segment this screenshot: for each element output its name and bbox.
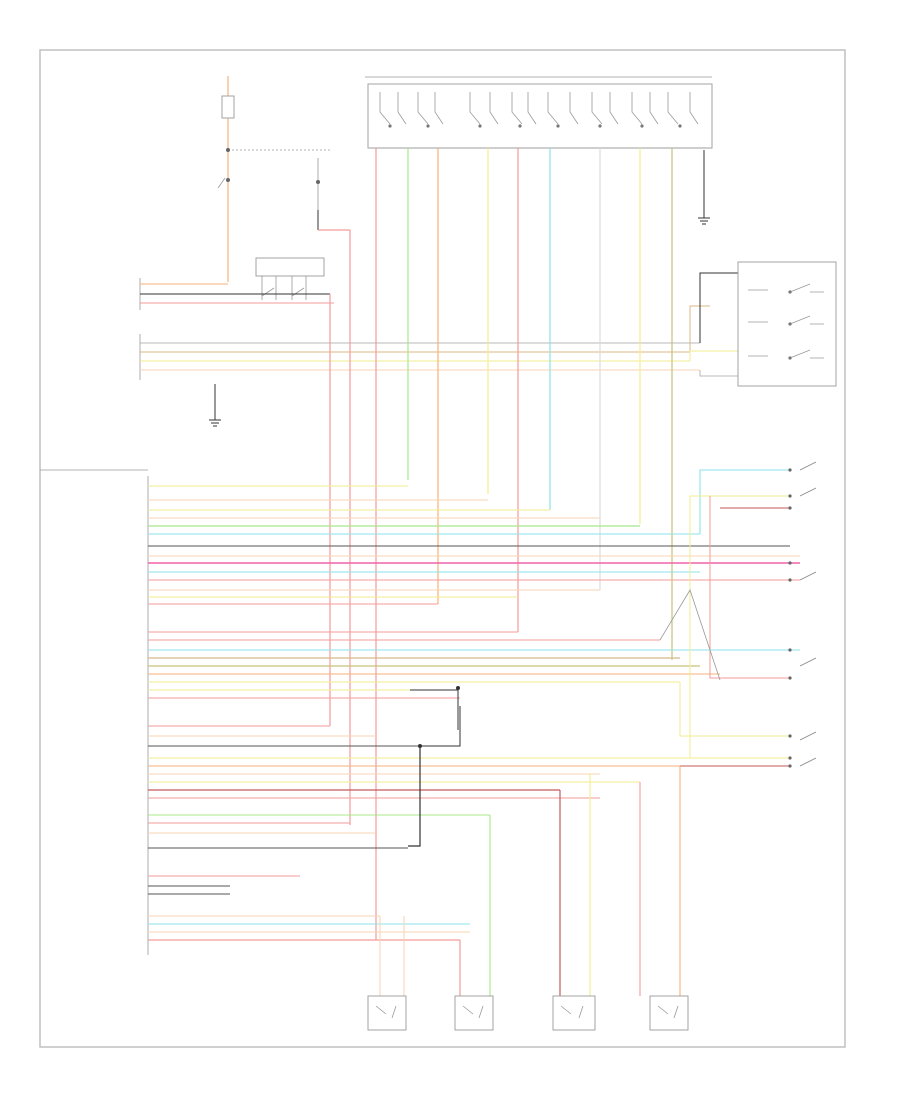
fuse-element <box>221 95 235 119</box>
lumbar-relay <box>250 257 334 304</box>
motor-3-housing <box>552 995 596 1031</box>
lumbar-relay-housing <box>255 257 325 277</box>
switch-bus-lines <box>140 272 740 377</box>
right-switches <box>659 461 817 768</box>
motor-feed-wires <box>379 766 681 996</box>
motor-4 <box>649 995 689 1031</box>
relay-housing <box>367 83 713 149</box>
circuit-breaker <box>316 158 350 231</box>
center-splices <box>408 686 461 847</box>
motor-2 <box>454 995 494 1031</box>
motor-1 <box>367 995 407 1031</box>
motor-1-housing <box>367 995 407 1031</box>
motor-2-housing <box>454 995 494 1031</box>
upper-module-connector <box>139 278 330 380</box>
ground-symbols <box>209 150 710 427</box>
fuse-branch <box>217 76 330 282</box>
relay-contacts <box>388 124 682 128</box>
module-wires <box>148 485 800 941</box>
main-module-connector <box>40 469 149 955</box>
vertical-wires <box>329 148 673 940</box>
top-relay-block <box>365 76 713 149</box>
diagram-frame <box>39 49 846 1048</box>
motor-3 <box>552 995 596 1031</box>
motor-4-housing <box>649 995 689 1031</box>
memory-switch-box <box>737 261 837 387</box>
